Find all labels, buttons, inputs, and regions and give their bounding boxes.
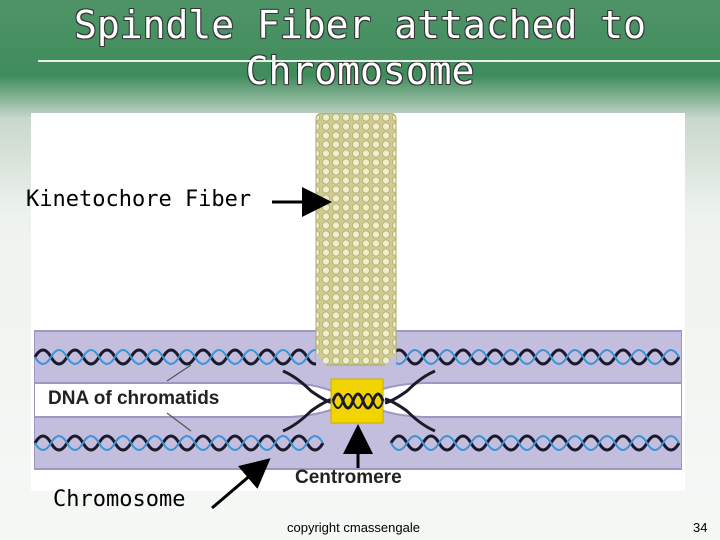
page-number: 34	[693, 520, 708, 535]
copyright-text: copyright cmassengale	[287, 520, 420, 535]
centromere-label: Centromere	[295, 467, 402, 488]
chromosome-diagram	[33, 113, 682, 470]
title-divider	[38, 60, 720, 62]
kinetochore-fiber	[315, 113, 397, 366]
centromere-band	[330, 378, 384, 424]
dna-of-chromatids-label: DNA of chromatids	[48, 388, 220, 409]
slide-title: Spindle Fiber attached to Chromosome	[74, 3, 646, 93]
kinetochore-fiber-label: Kinetochore Fiber	[26, 187, 252, 212]
chromosome-label: Chromosome	[53, 487, 186, 512]
chromosome-figure	[31, 113, 685, 491]
